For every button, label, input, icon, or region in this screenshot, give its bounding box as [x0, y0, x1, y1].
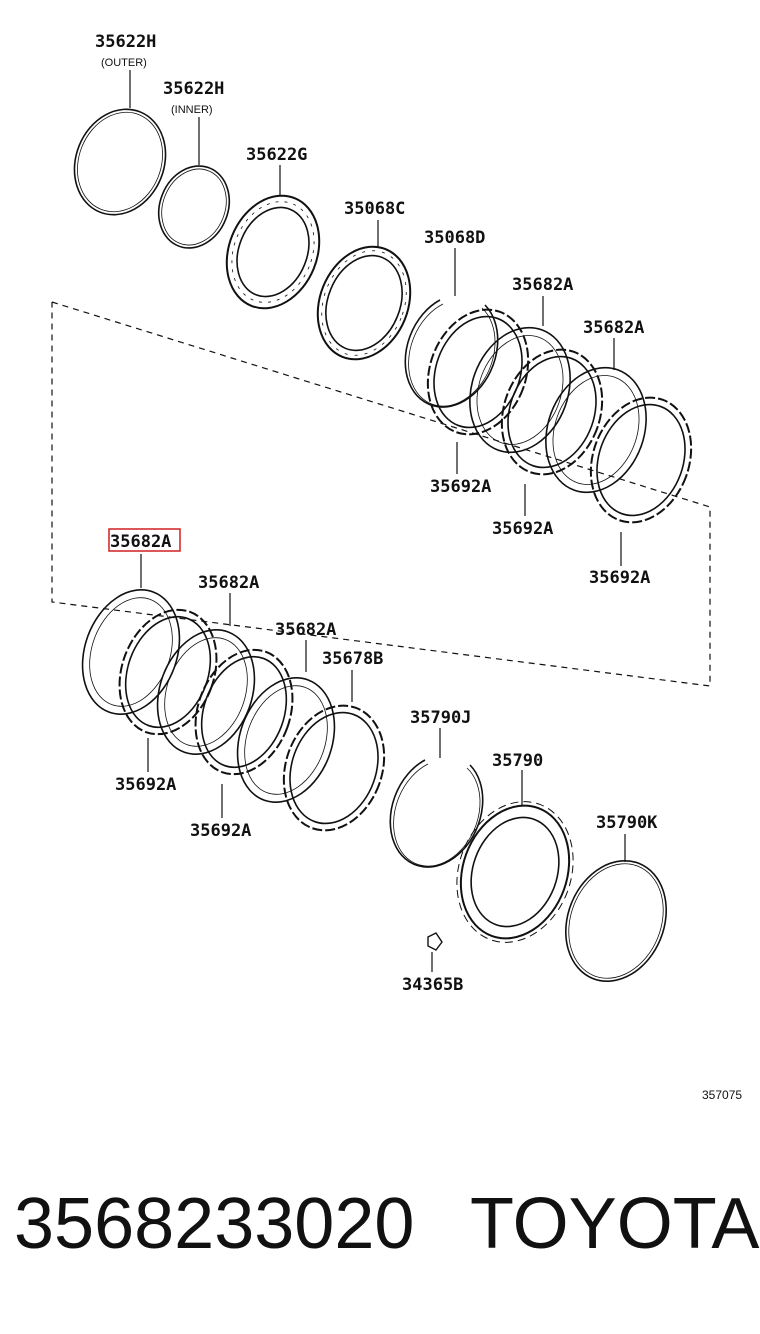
label-35622h-inner-note: (INNER) [171, 104, 213, 116]
part-number-caption: 3568233020 [14, 1184, 415, 1264]
label-35692a-lower-1[interactable]: 35692A [115, 775, 176, 795]
label-35682a-lower-2[interactable]: 35682A [198, 573, 259, 593]
label-35068c[interactable]: 35068C [344, 199, 405, 219]
diagram-ref-number: 357075 [702, 1088, 742, 1102]
clip-34365b[interactable] [427, 932, 443, 951]
label-35692a-upper-3[interactable]: 35692A [589, 568, 650, 588]
label-35692a-upper-2[interactable]: 35692A [492, 519, 553, 539]
ring-35790k[interactable] [548, 846, 683, 997]
label-35622h-inner[interactable]: 35622H [163, 79, 224, 99]
piston-plate[interactable] [210, 182, 335, 323]
label-35692a-upper-1[interactable]: 35692A [430, 477, 491, 497]
label-35790[interactable]: 35790 [492, 751, 543, 771]
leader-lines [129, 70, 626, 972]
brand-caption: TOYOTA [470, 1184, 760, 1264]
label-35678b[interactable]: 35678B [322, 649, 383, 669]
label-35682a-lower-3[interactable]: 35682A [275, 620, 336, 640]
label-35682a-upper-2[interactable]: 35682A [583, 318, 644, 338]
label-35682a-highlighted[interactable]: 35682A [110, 532, 171, 552]
label-35622h-outer[interactable]: 35622H [95, 32, 156, 52]
label-35622g[interactable]: 35622G [246, 145, 307, 165]
label-34365b[interactable]: 34365B [402, 975, 463, 995]
label-35682a-upper-1[interactable]: 35682A [512, 275, 573, 295]
snap-ring-lower[interactable] [389, 759, 484, 868]
label-35068d[interactable]: 35068D [424, 228, 485, 248]
o-ring-outer[interactable] [59, 95, 181, 228]
label-35790k[interactable]: 35790K [596, 813, 658, 833]
label-35622h-outer-note: (OUTER) [101, 57, 147, 69]
label-35692a-lower-2[interactable]: 35692A [190, 821, 251, 841]
clutch-pack-upper[interactable] [411, 295, 708, 536]
group-outline [51, 301, 711, 687]
label-35790j[interactable]: 35790J [410, 708, 471, 728]
spring-plate[interactable] [301, 233, 426, 374]
clutch-hub[interactable] [438, 785, 592, 959]
highlight-box [108, 528, 181, 552]
o-ring-inner[interactable] [147, 155, 242, 258]
clutch-pack-lower[interactable] [66, 576, 401, 844]
